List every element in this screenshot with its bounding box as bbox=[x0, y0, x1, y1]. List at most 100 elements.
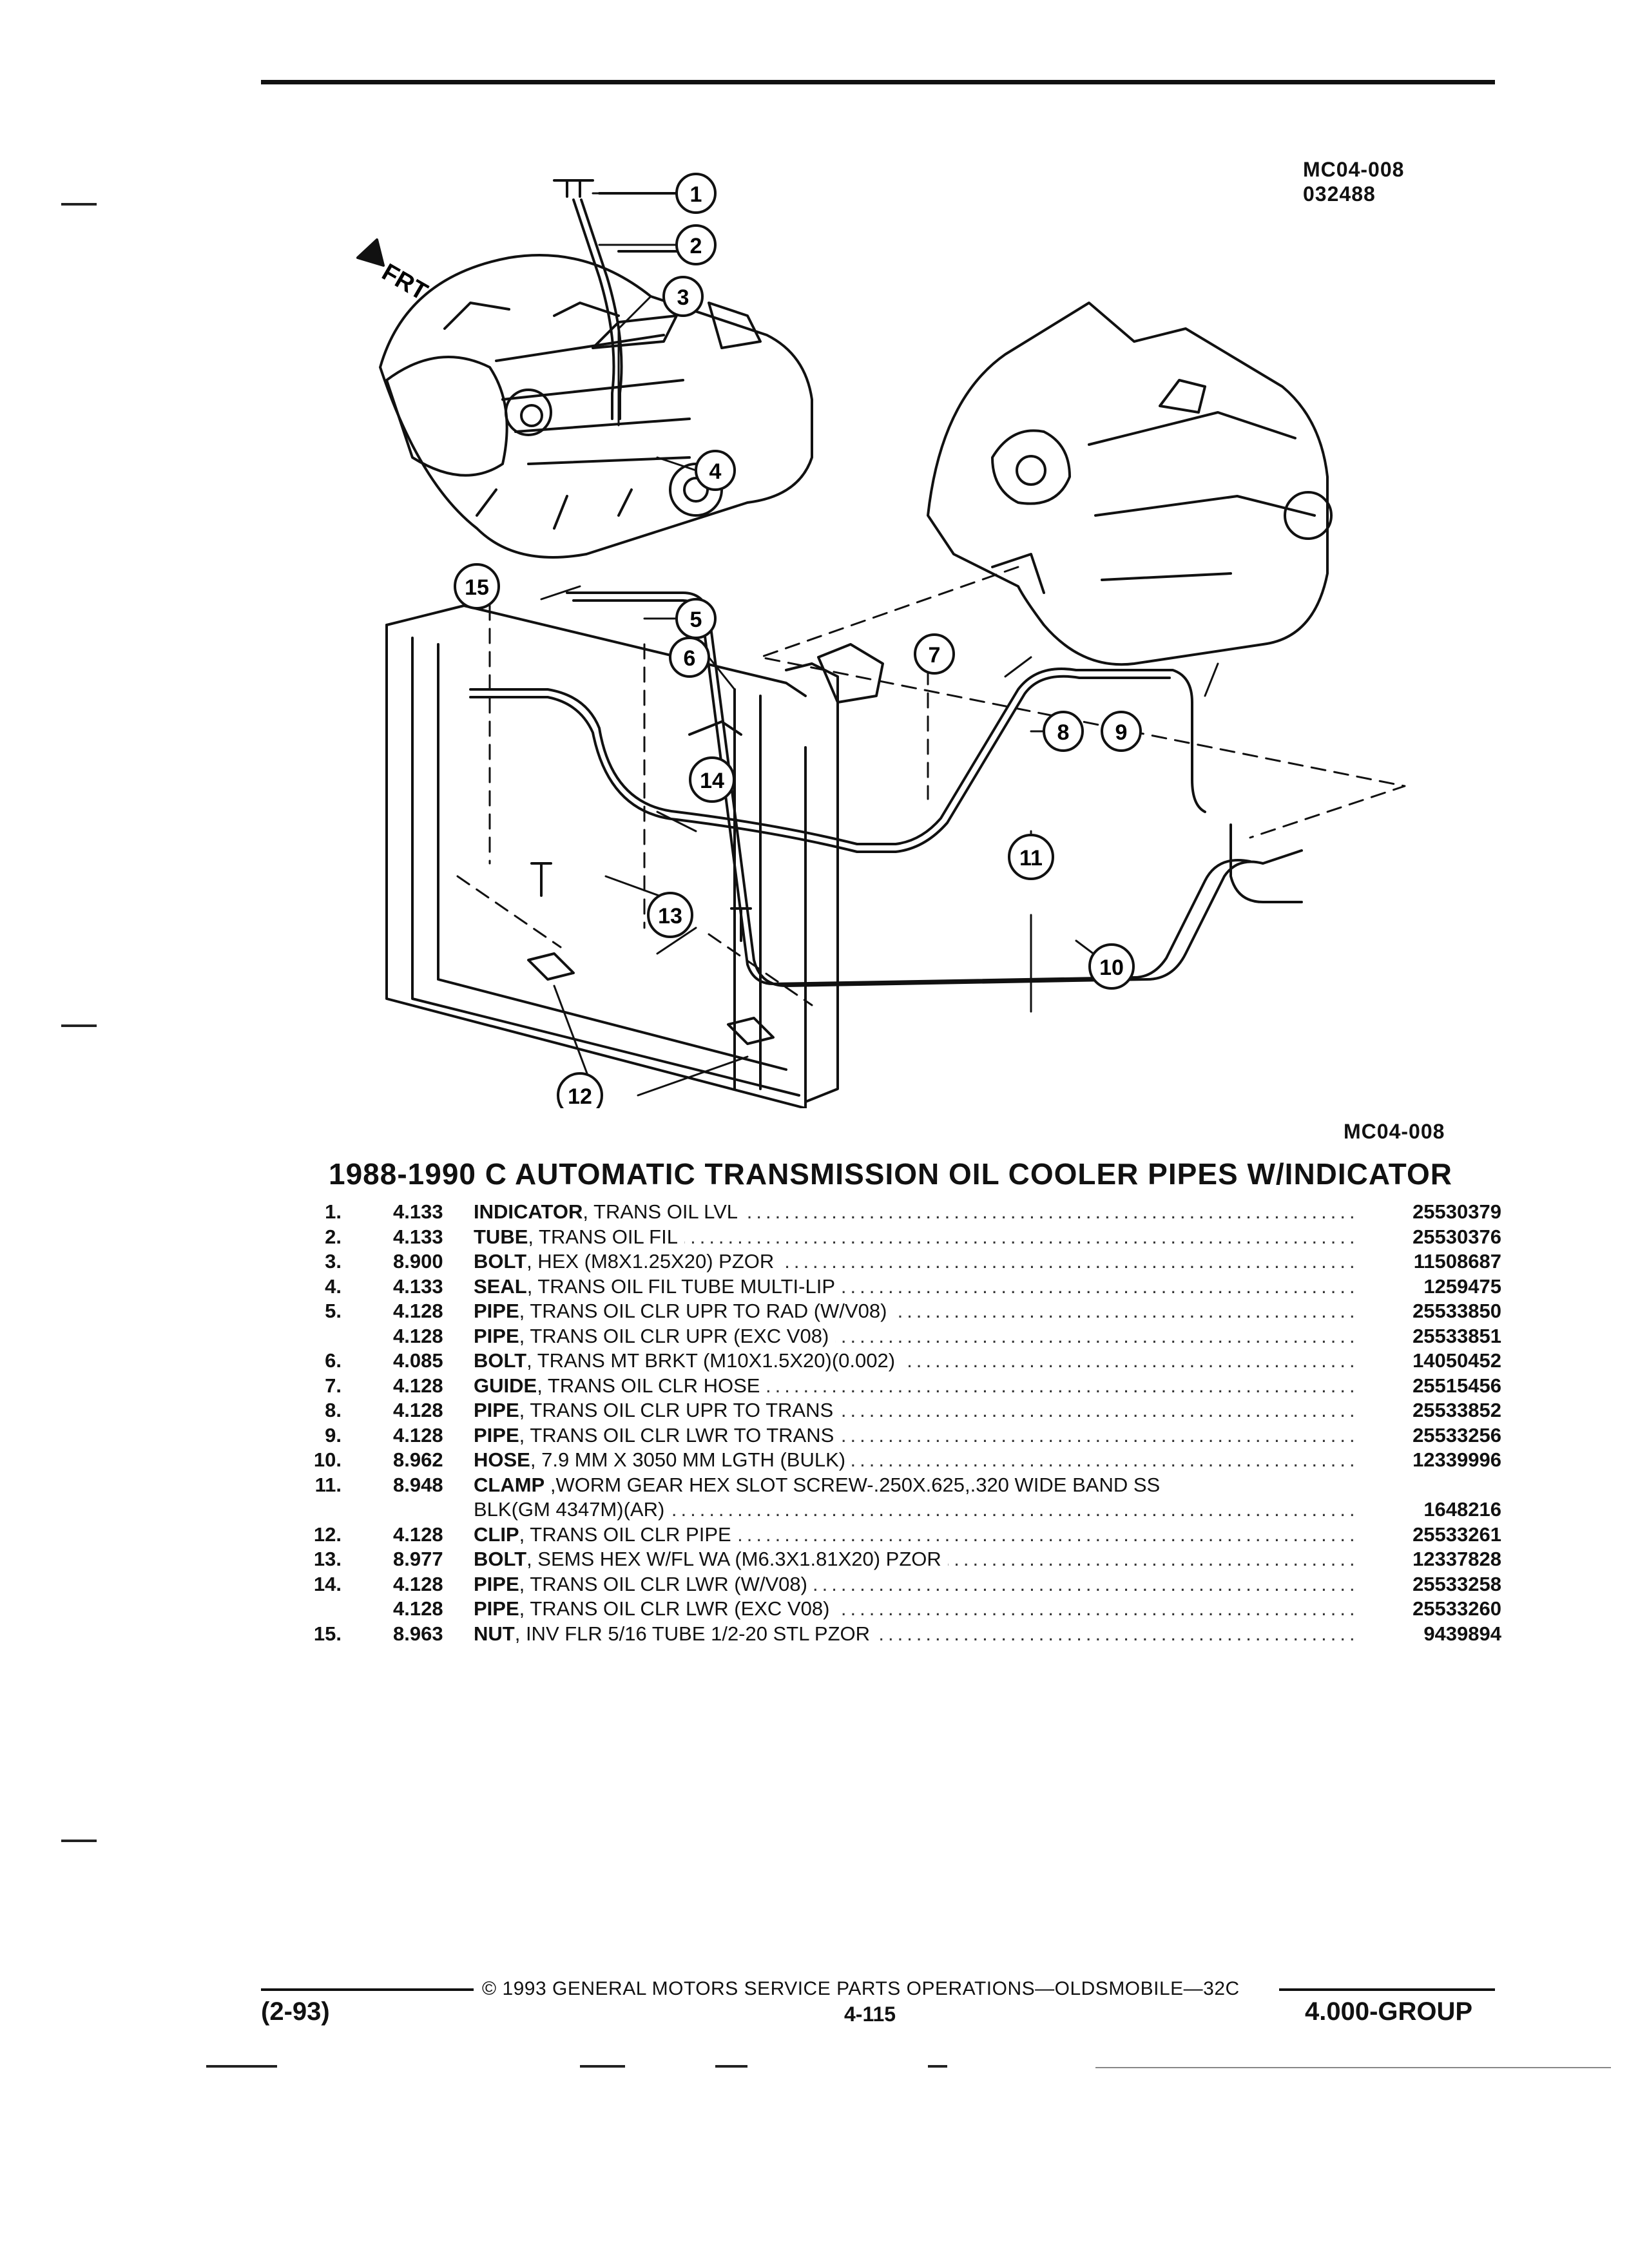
item-number: 15. bbox=[313, 1622, 342, 1645]
item-code: 4.133 bbox=[393, 1200, 443, 1223]
transmission-left-drawing bbox=[379, 254, 813, 559]
dipstick-drawing bbox=[553, 179, 684, 420]
transmission-right-drawing bbox=[927, 302, 1333, 666]
item-number: 9. bbox=[325, 1423, 342, 1446]
svg-text:7: 7 bbox=[929, 643, 941, 668]
part-number: 25533852 bbox=[1412, 1399, 1501, 1421]
margin-mark bbox=[61, 1840, 97, 1842]
table-row: 2. 4.133 ...............................… bbox=[303, 1225, 1501, 1250]
part-number: 25533256 bbox=[1412, 1423, 1501, 1446]
item-number: 4. bbox=[325, 1274, 342, 1298]
item-description: ........................................… bbox=[474, 1250, 1353, 1273]
part-number: 25533850 bbox=[1412, 1300, 1501, 1322]
item-number: 5. bbox=[325, 1300, 342, 1322]
table-row: 5. 4.128 ...............................… bbox=[303, 1299, 1501, 1324]
item-code: 4.128 bbox=[393, 1523, 443, 1546]
table-row: 8. 4.128 ...............................… bbox=[303, 1398, 1501, 1423]
item-description: ........................................… bbox=[474, 1225, 1353, 1248]
item-description: ........................................… bbox=[474, 1523, 1353, 1546]
footer-copyright: © 1993 GENERAL MOTORS SERVICE PARTS OPER… bbox=[482, 1978, 1240, 1999]
top-rule bbox=[261, 80, 1495, 84]
item-description: ........................................… bbox=[474, 1300, 1353, 1322]
part-number: 25533260 bbox=[1412, 1597, 1501, 1620]
callout-15: 15 bbox=[454, 563, 500, 610]
footer-rule-left bbox=[261, 1988, 474, 1991]
item-description: ........................................… bbox=[474, 1274, 1353, 1298]
part-number: 25530376 bbox=[1412, 1225, 1501, 1248]
part-number: 25533258 bbox=[1412, 1572, 1501, 1595]
reference-codes: MC04-008 032488 bbox=[1303, 157, 1404, 206]
svg-text:8: 8 bbox=[1057, 720, 1070, 745]
footer-group: 4.000-GROUP bbox=[1305, 1997, 1473, 2026]
svg-text:2: 2 bbox=[690, 234, 702, 258]
item-number: 3. bbox=[325, 1250, 342, 1273]
callout-6: 6 bbox=[669, 637, 710, 678]
callout-5: 5 bbox=[675, 598, 717, 639]
margin-mark bbox=[61, 1024, 97, 1027]
table-row: 11. 8.948 CLAMP ,WORM GEAR HEX SLOT SCRE… bbox=[303, 1473, 1501, 1498]
item-code: 8.900 bbox=[393, 1250, 443, 1273]
svg-text:12: 12 bbox=[568, 1084, 592, 1108]
item-number: 13. bbox=[313, 1548, 342, 1570]
figure-code: MC04-008 bbox=[1344, 1120, 1445, 1143]
item-description: ........................................… bbox=[474, 1423, 1353, 1446]
part-number: 12337828 bbox=[1412, 1548, 1501, 1570]
table-row: 12. 4.128 ..............................… bbox=[303, 1523, 1501, 1548]
callout-8: 8 bbox=[1043, 711, 1084, 752]
item-description: ........................................… bbox=[474, 1498, 1353, 1521]
svg-text:4: 4 bbox=[709, 459, 722, 484]
svg-text:5: 5 bbox=[690, 608, 702, 632]
table-row: 15. 8.963 ..............................… bbox=[303, 1622, 1501, 1647]
svg-text:11: 11 bbox=[1019, 846, 1043, 870]
table-row: 1. 4.133 ...............................… bbox=[303, 1200, 1501, 1225]
part-number: 12339996 bbox=[1412, 1448, 1501, 1471]
item-description: ........................................… bbox=[474, 1200, 1353, 1223]
part-number: 25530379 bbox=[1412, 1200, 1501, 1223]
svg-text:9: 9 bbox=[1115, 720, 1128, 745]
page-title: 1988-1990 C AUTOMATIC TRANSMISSION OIL C… bbox=[329, 1157, 1452, 1191]
footer-date: (2-93) bbox=[261, 1997, 330, 2026]
item-code: 4.128 bbox=[393, 1423, 443, 1446]
callout-11: 11 bbox=[1008, 834, 1054, 880]
item-number: 7. bbox=[325, 1374, 342, 1397]
margin-mark bbox=[61, 203, 97, 206]
callout-14: 14 bbox=[689, 756, 735, 803]
item-code: 8.962 bbox=[393, 1448, 443, 1471]
item-code: 4.128 bbox=[393, 1597, 443, 1620]
item-number: 2. bbox=[325, 1225, 342, 1248]
item-code: 4.128 bbox=[393, 1300, 443, 1322]
callout-13: 13 bbox=[647, 892, 693, 938]
item-description: ........................................… bbox=[474, 1622, 1353, 1645]
table-row: 7. 4.128 ...............................… bbox=[303, 1374, 1501, 1399]
callout-4: 4 bbox=[695, 450, 736, 491]
table-row: ........................................… bbox=[303, 1497, 1501, 1523]
svg-text:1: 1 bbox=[690, 182, 702, 207]
footer-rule-right bbox=[1279, 1988, 1495, 1991]
item-code: 4.133 bbox=[393, 1274, 443, 1298]
svg-text:14: 14 bbox=[700, 769, 724, 793]
part-number: 1648216 bbox=[1423, 1498, 1501, 1521]
item-description: ........................................… bbox=[474, 1374, 1353, 1397]
item-code: 8.963 bbox=[393, 1622, 443, 1645]
table-row: 4.128 ..................................… bbox=[303, 1324, 1501, 1349]
svg-text:3: 3 bbox=[677, 285, 689, 310]
item-code: 4.128 bbox=[393, 1572, 443, 1595]
part-number: 9439894 bbox=[1423, 1622, 1501, 1645]
bottom-mark bbox=[715, 2065, 747, 2068]
item-code: 8.948 bbox=[393, 1473, 443, 1496]
front-arrow-icon bbox=[356, 238, 385, 267]
callout-12: 12 bbox=[557, 1072, 603, 1108]
bottom-mark bbox=[206, 2065, 277, 2068]
item-number: 10. bbox=[313, 1448, 342, 1471]
part-number: 14050452 bbox=[1412, 1349, 1501, 1372]
bottom-mark bbox=[1095, 2067, 1611, 2068]
item-description: CLAMP ,WORM GEAR HEX SLOT SCREW-.250X.62… bbox=[474, 1473, 1353, 1497]
part-number: 25515456 bbox=[1412, 1374, 1501, 1397]
item-description: ........................................… bbox=[474, 1448, 1353, 1471]
ref-code-date: 032488 bbox=[1303, 182, 1376, 206]
callout-10: 10 bbox=[1088, 943, 1135, 990]
item-description: ........................................… bbox=[474, 1597, 1353, 1620]
item-number: 14. bbox=[313, 1572, 342, 1595]
table-row: 14. 4.128 ..............................… bbox=[303, 1572, 1501, 1597]
item-code: 4.128 bbox=[393, 1324, 443, 1347]
